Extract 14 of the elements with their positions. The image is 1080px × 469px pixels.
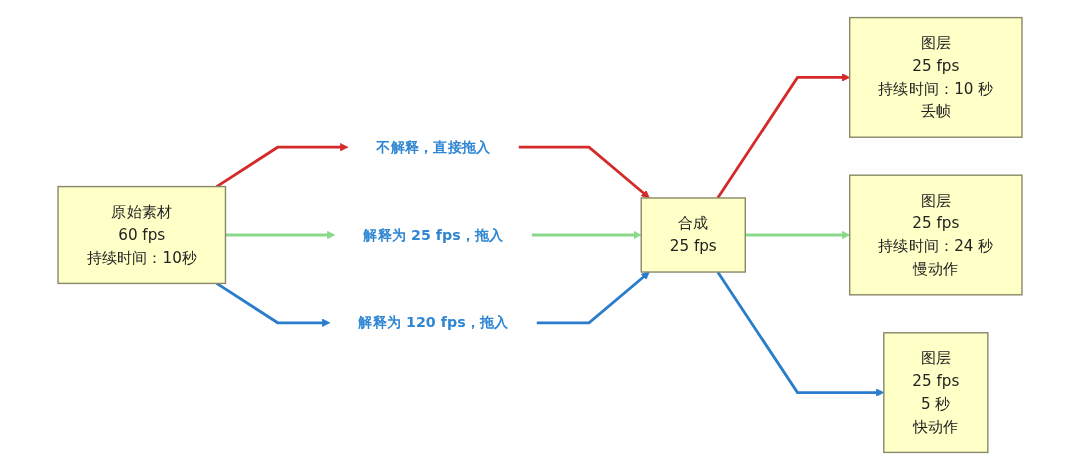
node-text: 不解释，直接拖入: [376, 137, 491, 155]
arrow: [225, 230, 336, 239]
node-box: 原始素材 60 fps 持续时间：10秒: [57, 185, 227, 284]
arrow: [518, 145, 650, 198]
node-text: 解释为 25 fps，拖入: [363, 225, 504, 243]
arrow: [215, 142, 349, 188]
node-text: 解释为 120 fps，拖入: [358, 313, 509, 331]
arrow: [531, 230, 642, 239]
node-box: 图层 25 fps 持续时间：10 秒 丢帧: [849, 16, 1023, 138]
node-box: 图层 25 fps 持续时间：24 秒 慢动作: [849, 174, 1023, 295]
node-box: 合成 25 fps: [640, 196, 746, 273]
arrow: [215, 281, 331, 327]
arrow: [536, 271, 650, 324]
node-box: 图层 25 fps 5 秒 快动作: [883, 331, 989, 453]
